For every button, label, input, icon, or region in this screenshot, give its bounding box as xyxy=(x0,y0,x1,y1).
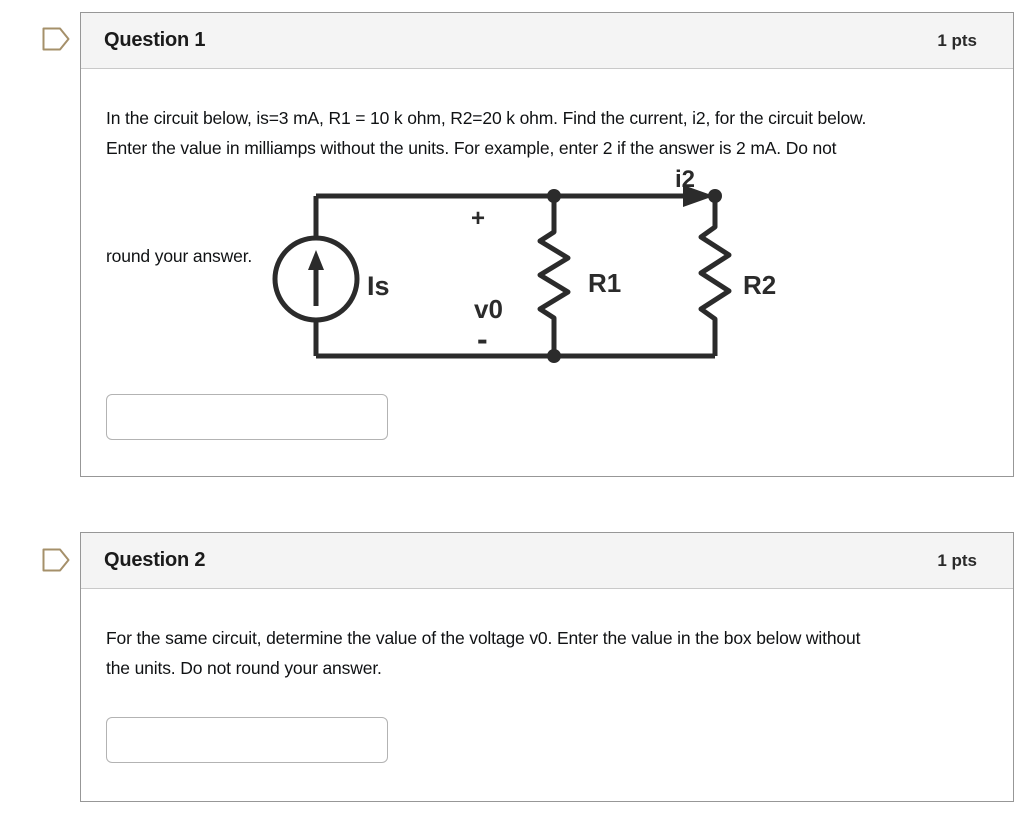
question-text-line: Enter the value in milliamps without the… xyxy=(106,138,837,158)
label-is: Is xyxy=(367,271,390,301)
resistor-r2 xyxy=(698,198,732,356)
current-source-arrowhead xyxy=(308,250,324,270)
junction-dot-bottom xyxy=(547,349,561,363)
question-text-line: the units. Do not round your answer. xyxy=(106,658,382,678)
flag-question-1-button[interactable] xyxy=(42,27,70,51)
corner-dot xyxy=(708,189,722,203)
points-label: 1 pts xyxy=(937,550,977,570)
question-text-line: In the circuit below, is=3 mA, R1 = 10 k… xyxy=(106,108,867,128)
question-title: Question 1 xyxy=(104,29,206,51)
label-r1: R1 xyxy=(588,268,621,298)
question-1-header: Question 1 1 pts xyxy=(81,13,1013,69)
label-minus: - xyxy=(477,321,488,357)
answer-input-q1[interactable] xyxy=(106,394,388,440)
question-text-line: round your answer. xyxy=(106,246,253,266)
flag-icon xyxy=(42,548,70,572)
resistor-r1 xyxy=(537,196,571,356)
i2-arrowhead xyxy=(683,185,714,207)
question-title: Question 2 xyxy=(104,549,206,571)
label-plus: + xyxy=(471,205,485,232)
label-r2: R2 xyxy=(743,270,776,300)
label-v0: v0 xyxy=(474,294,503,324)
flag-icon xyxy=(42,27,70,51)
answer-input-q2[interactable] xyxy=(106,717,388,763)
question-text-line: For the same circuit, determine the valu… xyxy=(106,628,861,648)
points-label: 1 pts xyxy=(937,30,977,50)
question-1-card: Question 1 1 pts In the circuit below, i… xyxy=(80,12,1014,477)
circuit-diagram: Is R1 R2 i2 + v0 - xyxy=(272,166,776,363)
flag-question-2-button[interactable] xyxy=(42,548,70,572)
junction-dot-top xyxy=(547,189,561,203)
question-2-card: Question 2 1 pts For the same circuit, d… xyxy=(80,532,1014,802)
question-2-header: Question 2 1 pts xyxy=(81,533,1013,589)
label-i2: i2 xyxy=(675,166,695,193)
